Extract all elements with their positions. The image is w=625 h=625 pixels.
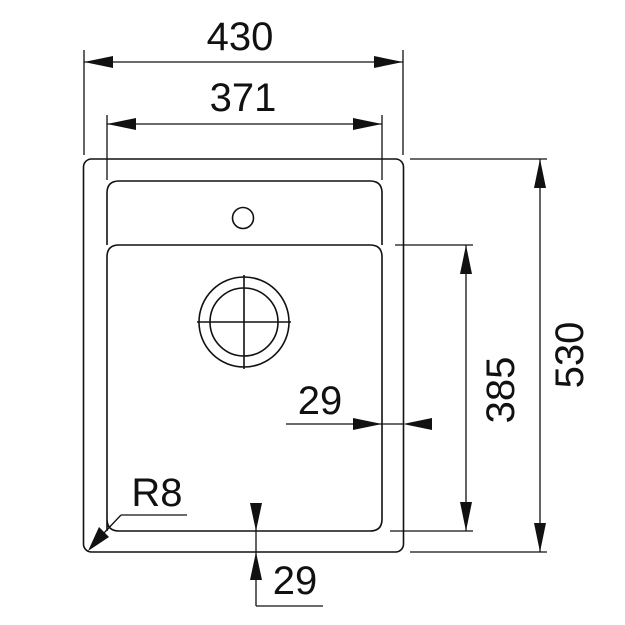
overall-width-label: 430: [207, 15, 274, 59]
dimension-bowl-depth: 385: [390, 244, 523, 532]
sink-bowl: [106, 244, 383, 532]
dimension-overall-depth: 530: [410, 158, 592, 553]
dimension-bowl-width: 371: [106, 76, 383, 180]
dimension-front-rim: 29: [250, 503, 323, 607]
tap-hole-icon: [231, 206, 255, 230]
bowl-width-label: 371: [210, 76, 277, 120]
front-rim-label: 29: [273, 559, 318, 603]
corner-radius-label: R8: [131, 471, 182, 515]
dimension-overall-width: 430: [83, 15, 404, 155]
sink-outer-rim: [82, 158, 405, 553]
bowl-depth-label: 385: [479, 357, 523, 424]
drain-icon: [197, 275, 291, 369]
overall-depth-label: 530: [548, 322, 592, 389]
dimension-corner-radius: R8: [88, 471, 187, 551]
dimension-side-rim: 29: [286, 379, 432, 430]
side-rim-label: 29: [298, 379, 343, 423]
sink-deck-area: [106, 180, 383, 245]
